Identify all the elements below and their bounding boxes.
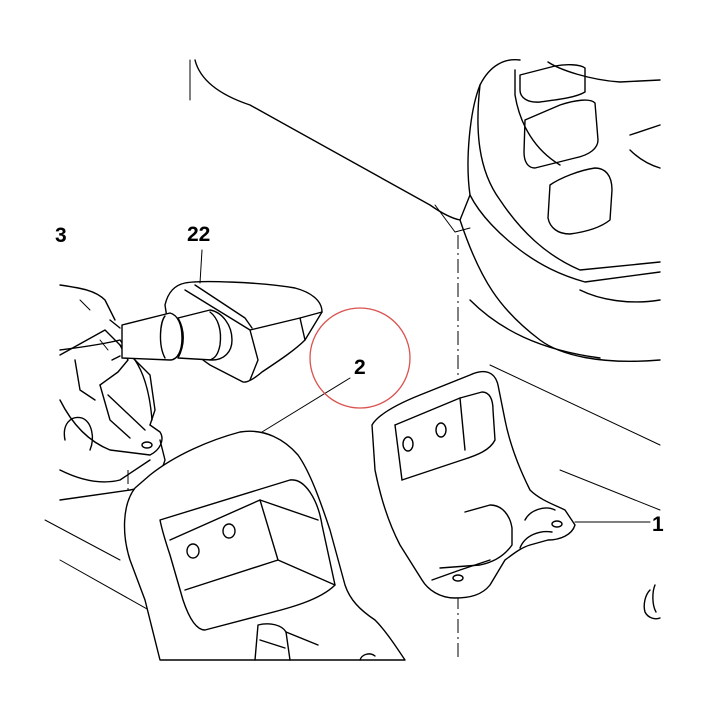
callout-1: 1 [652,513,664,536]
leader-22 [199,249,203,284]
housing-outline [194,58,661,362]
highlight-circle [309,307,411,409]
callout-22: 22 [187,223,210,246]
leader-2 [261,377,351,433]
leader-lines [199,249,651,523]
part-1-bracket [371,370,576,599]
part-22-connector [109,280,323,383]
callout-2: 2 [354,356,366,379]
part-2-bracket [123,430,406,661]
callout-3-partial: 3 [55,224,67,247]
right-edge-fastener [643,584,661,620]
left-bracket-assembly [59,284,166,501]
